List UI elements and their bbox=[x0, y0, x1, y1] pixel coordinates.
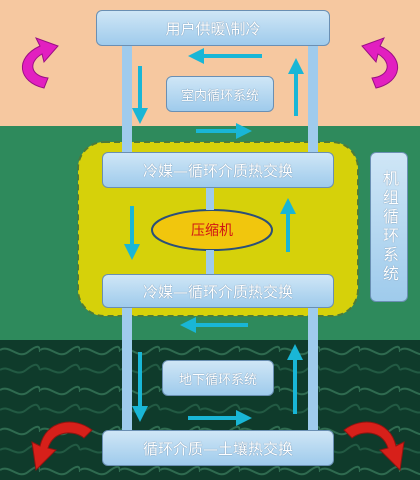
underground-loop-label: 地下循环系统 bbox=[178, 372, 257, 388]
curl-magenta-left bbox=[21, 37, 59, 89]
soil-heat-exchange-label: 循环介质—土壤热交换 bbox=[142, 439, 293, 458]
curl-magenta-right bbox=[361, 37, 399, 89]
compressor: 压缩机 bbox=[152, 210, 272, 250]
lower-heat-exchange-label: 冷媒—循环介质热交换 bbox=[142, 282, 293, 301]
pipe-center-top bbox=[206, 188, 214, 210]
user-heating-cooling-label: 用户供暖\制冷 bbox=[165, 19, 261, 38]
upper-heat-exchange-label: 冷媒—循环介质热交换 bbox=[142, 161, 293, 180]
pipe-center-bottom bbox=[206, 250, 214, 274]
compressor-label: 压缩机 bbox=[191, 223, 233, 239]
unit-loop-side-label: 机组循环系统 bbox=[380, 170, 399, 284]
soil-heat-exchange-box: 循环介质—土壤热交换 bbox=[102, 430, 334, 466]
pipe-right-bottom bbox=[308, 306, 318, 432]
upper-heat-exchange-box: 冷媒—循环介质热交换 bbox=[102, 152, 334, 188]
pipe-left-top bbox=[122, 44, 132, 152]
unit-loop-side-box: 机组循环系统 bbox=[370, 152, 408, 302]
indoor-loop-label: 室内循环系统 bbox=[180, 88, 259, 104]
curl-red-right bbox=[343, 421, 405, 472]
pipe-left-bottom bbox=[122, 306, 132, 432]
lower-heat-exchange-box: 冷媒—循环介质热交换 bbox=[102, 274, 334, 308]
pipe-right-top bbox=[308, 44, 318, 152]
indoor-loop-box: 室内循环系统 bbox=[166, 76, 274, 112]
user-heating-cooling-box: 用户供暖\制冷 bbox=[96, 10, 330, 46]
curl-red-left bbox=[31, 421, 93, 472]
underground-loop-box: 地下循环系统 bbox=[162, 360, 274, 396]
